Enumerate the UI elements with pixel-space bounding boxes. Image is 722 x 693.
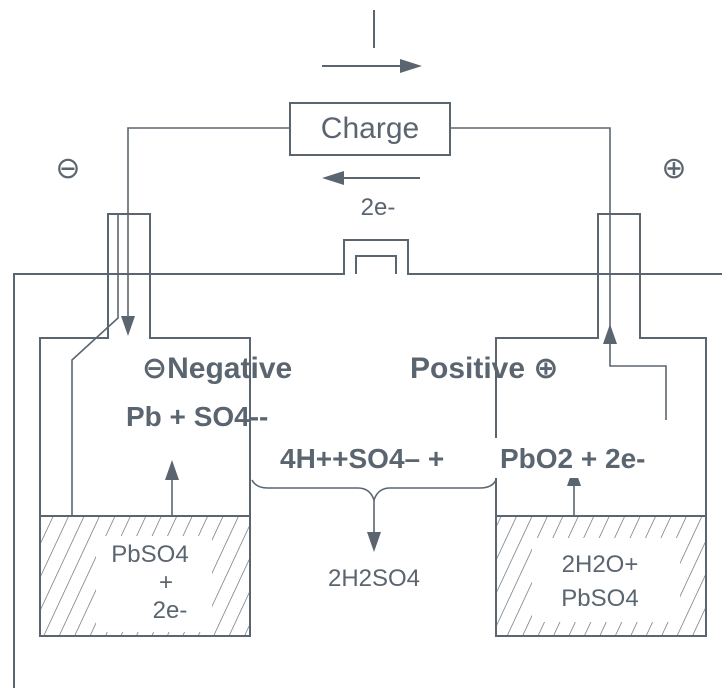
positive-cell-title: Positive ⊕ — [410, 352, 559, 385]
positive-wire-arrowhead — [603, 324, 617, 344]
charge-label: Charge — [321, 112, 419, 145]
positive-inner-wire — [609, 344, 667, 420]
current-direction-arrow — [322, 59, 422, 73]
charge-box: Charge — [289, 102, 451, 156]
negative-inner-wire — [71, 214, 119, 516]
positive-sediment-line1: 2H2O+ — [562, 551, 639, 578]
positive-terminal-symbol: ⊕ — [661, 152, 686, 185]
battery-case — [13, 239, 722, 688]
negative-cell-title: ⊖Negative — [142, 352, 292, 385]
negative-reaction-arrow — [165, 460, 179, 516]
positive-wire — [450, 127, 611, 340]
negative-sediment-line3: 2e- — [153, 597, 188, 624]
negative-cell-reaction: Pb + SO4-- — [126, 401, 268, 432]
positive-sediment-line2: PbSO4 — [561, 585, 638, 612]
negative-terminal-symbol: ⊖ — [55, 152, 80, 185]
negative-wire-arrowhead — [121, 316, 135, 336]
electrolyte-product: 2H2SO4 — [328, 565, 420, 592]
negative-wire — [127, 127, 290, 318]
vent-cap — [355, 255, 397, 274]
negative-sediment-line1: PbSO4 — [111, 541, 188, 568]
positive-cell-reaction: PbO2 + 2e- — [500, 443, 646, 474]
electrolyte-reaction: 4H++SO4– + — [280, 443, 444, 474]
electron-flow-label: 2e- — [361, 194, 396, 221]
electron-flow-arrow — [322, 171, 420, 185]
negative-sediment-line2: + — [159, 569, 173, 596]
combination-brace — [251, 479, 497, 503]
combination-arrow — [367, 500, 381, 552]
